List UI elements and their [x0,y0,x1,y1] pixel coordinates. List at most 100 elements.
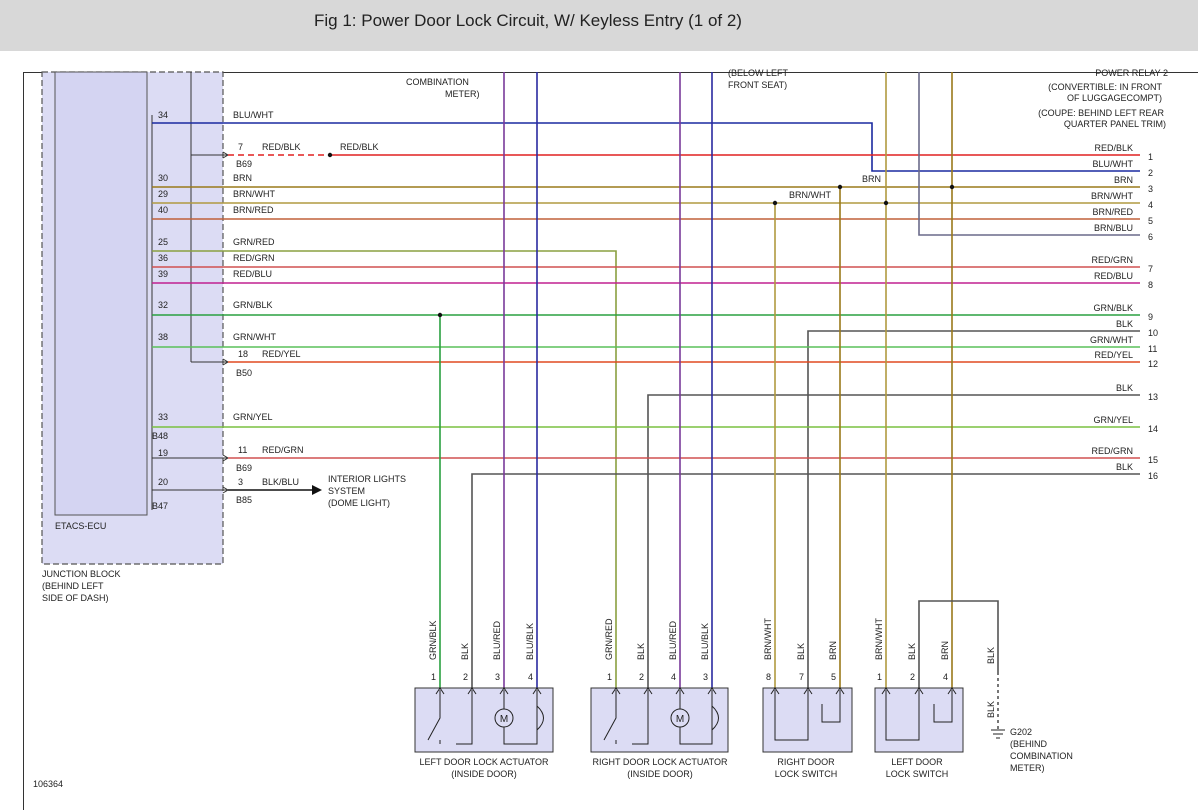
component-pin-number: 3 [703,672,708,682]
meter-label-2: METER) [445,89,480,99]
ground-icon [991,729,1005,739]
left-wire-label: GRN/YEL [233,412,273,422]
component-wire-label: BLK [636,643,646,660]
right-wire-number: 16 [1148,471,1158,481]
ground-label-2: (BEHIND [1010,739,1048,749]
right-switch-internals [774,690,841,741]
figure-header: Fig 1: Power Door Lock Circuit, W/ Keyle… [0,0,1198,51]
wire-blu-wht [152,122,1140,172]
etacs-ecu-label: ETACS-ECU [55,521,106,531]
wire-brn-blu [918,72,1140,236]
right-wire-number: 8 [1148,280,1153,290]
left-wire-label: BLK/BLU [262,477,299,487]
component-pin-number: 1 [877,672,882,682]
component-pin-number: 3 [495,672,500,682]
ecu-pin: 34 [158,110,168,120]
right-wire-code: GRN/BLK [1093,303,1133,313]
component-pin-number: 7 [799,672,804,682]
left-door-lock-actuator [414,687,554,753]
seat-label-2: FRONT SEAT) [728,80,787,90]
right-wire-code: RED/GRN [1091,255,1133,265]
connector-label-b69: B69 [236,463,252,473]
meter-label-1: COMBINATION [406,77,469,87]
right-wire-number: 6 [1148,232,1153,242]
left-wire-label: GRN/BLK [233,300,273,310]
right-actuator-internals [603,690,719,745]
left-switch-title-2: LOCK SWITCH [886,769,949,779]
left-wire-label: RED/BLK [340,142,379,152]
component-wire-label: BRN [828,641,838,660]
component-wire-label: BRN/WHT [763,618,773,660]
ecu-pin: 39 [158,269,168,279]
pin-arrow-icon [643,687,653,695]
relay-note-1: POWER RELAY 2 [1095,68,1168,78]
component-pin-number: 8 [766,672,771,682]
component-pin-number: 4 [528,672,533,682]
right-wire-number: 13 [1148,392,1158,402]
right-switch-title-2: LOCK SWITCH [775,769,838,779]
pin-arrow-icon [435,687,445,695]
right-wire-code: BLK [1116,462,1133,472]
splice-label-brn-wht: BRN/WHT [789,190,831,200]
ground-label-4: METER) [1010,763,1045,773]
etacs-ecu [54,71,148,516]
right-wire-number: 12 [1148,359,1158,369]
connector-pin: 18 [238,349,248,359]
component-pin-number: 1 [431,672,436,682]
connector-pin: 11 [238,445,247,455]
right-wire-code: BRN/WHT [1091,191,1133,201]
component-wire-label: BRN [940,641,950,660]
right-wire-number: 5 [1148,216,1153,226]
component-wire-label: BLK [907,643,917,660]
connector-label-b69: B69 [236,159,252,169]
component-wire-label: BLK [460,643,470,660]
arrow-icon [312,485,322,495]
pin-arrow-icon [835,687,845,695]
right-switch-title-1: RIGHT DOOR [777,757,835,767]
right-door-lock-actuator [590,687,729,753]
figure-title: Fig 1: Power Door Lock Circuit, W/ Keyle… [314,11,742,30]
left-wire-label: BRN/RED [233,205,274,215]
ground-wire-label: BLK [986,647,996,664]
left-switch-internals [885,690,953,741]
component-pin-number: 5 [831,672,836,682]
pin-arrow-icon [947,687,957,695]
wire-blk-16 [471,473,1140,690]
right-wire-code: BRN/BLU [1094,223,1133,233]
wire-blk-13 [647,394,1140,690]
component-wire-label: BRN/WHT [874,618,884,660]
pin-arrow-icon [881,687,891,695]
pin-arrow-icon [499,687,509,695]
right-wire-number: 9 [1148,312,1153,322]
right-wire-code: RED/BLU [1094,271,1133,281]
diagram-frame [23,72,1198,810]
figure-id: 106364 [33,779,63,789]
junction-block-label-2: (BEHIND LEFT [42,581,104,591]
seat-label-1: (BELOW LEFT [728,68,789,78]
component-pin-number: 2 [463,672,468,682]
right-wire-number: 3 [1148,184,1153,194]
ground-label-3: COMBINATION [1010,751,1073,761]
wire-grn-red [152,250,617,690]
component-wire-label: BLU/BLK [525,623,535,660]
right-wire-code: BLK [1116,319,1133,329]
connector-pin: 7 [238,142,243,152]
motor-icon: M [500,714,508,725]
ecu-pin: 40 [158,205,168,215]
left-wire-label: RED/GRN [262,445,304,455]
right-wire-number: 7 [1148,264,1153,274]
left-wire-label: RED/BLK [262,142,301,152]
pin-arrow-icon [532,687,542,695]
component-wire-label: BLU/RED [492,620,502,660]
right-wire-number: 10 [1148,328,1158,338]
interior-lights-label-1: INTERIOR LIGHTS [328,474,406,484]
right-wire-number: 14 [1148,424,1158,434]
ground-wire-label: BLK [986,701,996,718]
splice-dots [327,152,955,318]
component-pin-number: 1 [607,672,612,682]
connector-label-b47: B47 [152,501,168,511]
ecu-pin: 19 [158,448,168,458]
component-wire-label: BLK [796,643,806,660]
interior-lights-label-3: (DOME LIGHT) [328,498,390,508]
